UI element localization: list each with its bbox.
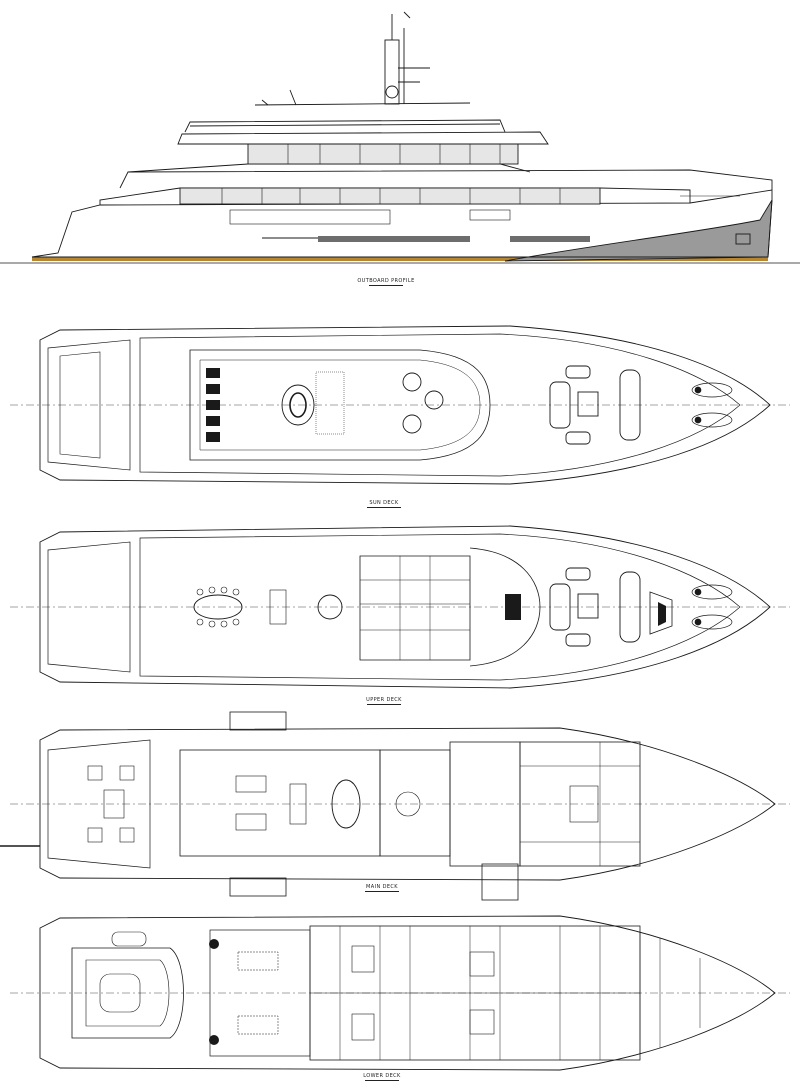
upper-deck-caption: UPPER DECK	[304, 697, 464, 705]
sun-deck-plan	[10, 325, 790, 485]
lower-deck-caption: LOWER DECK	[302, 1073, 462, 1081]
lower-deck-hull	[39, 915, 776, 1071]
main-deck-hull	[39, 727, 776, 881]
sundeck-caption: SUN DECK	[304, 500, 464, 508]
main-deck-glazing	[179, 187, 601, 205]
profile-caption: OUTBOARD PROFILE	[306, 278, 466, 286]
outboard-profile	[0, 11, 800, 264]
hull-underbody	[504, 199, 773, 262]
lower-deck-plan	[10, 915, 790, 1071]
upper-deck-glazing	[247, 143, 519, 165]
upper-deck-plan	[10, 525, 790, 689]
boot-stripe	[32, 257, 768, 261]
sun-deck-hull	[39, 325, 771, 485]
main-deck-caption: MAIN DECK	[302, 884, 462, 892]
main-deck-plan	[0, 711, 790, 901]
mast	[384, 11, 430, 105]
upper-deck-hull	[39, 525, 771, 689]
